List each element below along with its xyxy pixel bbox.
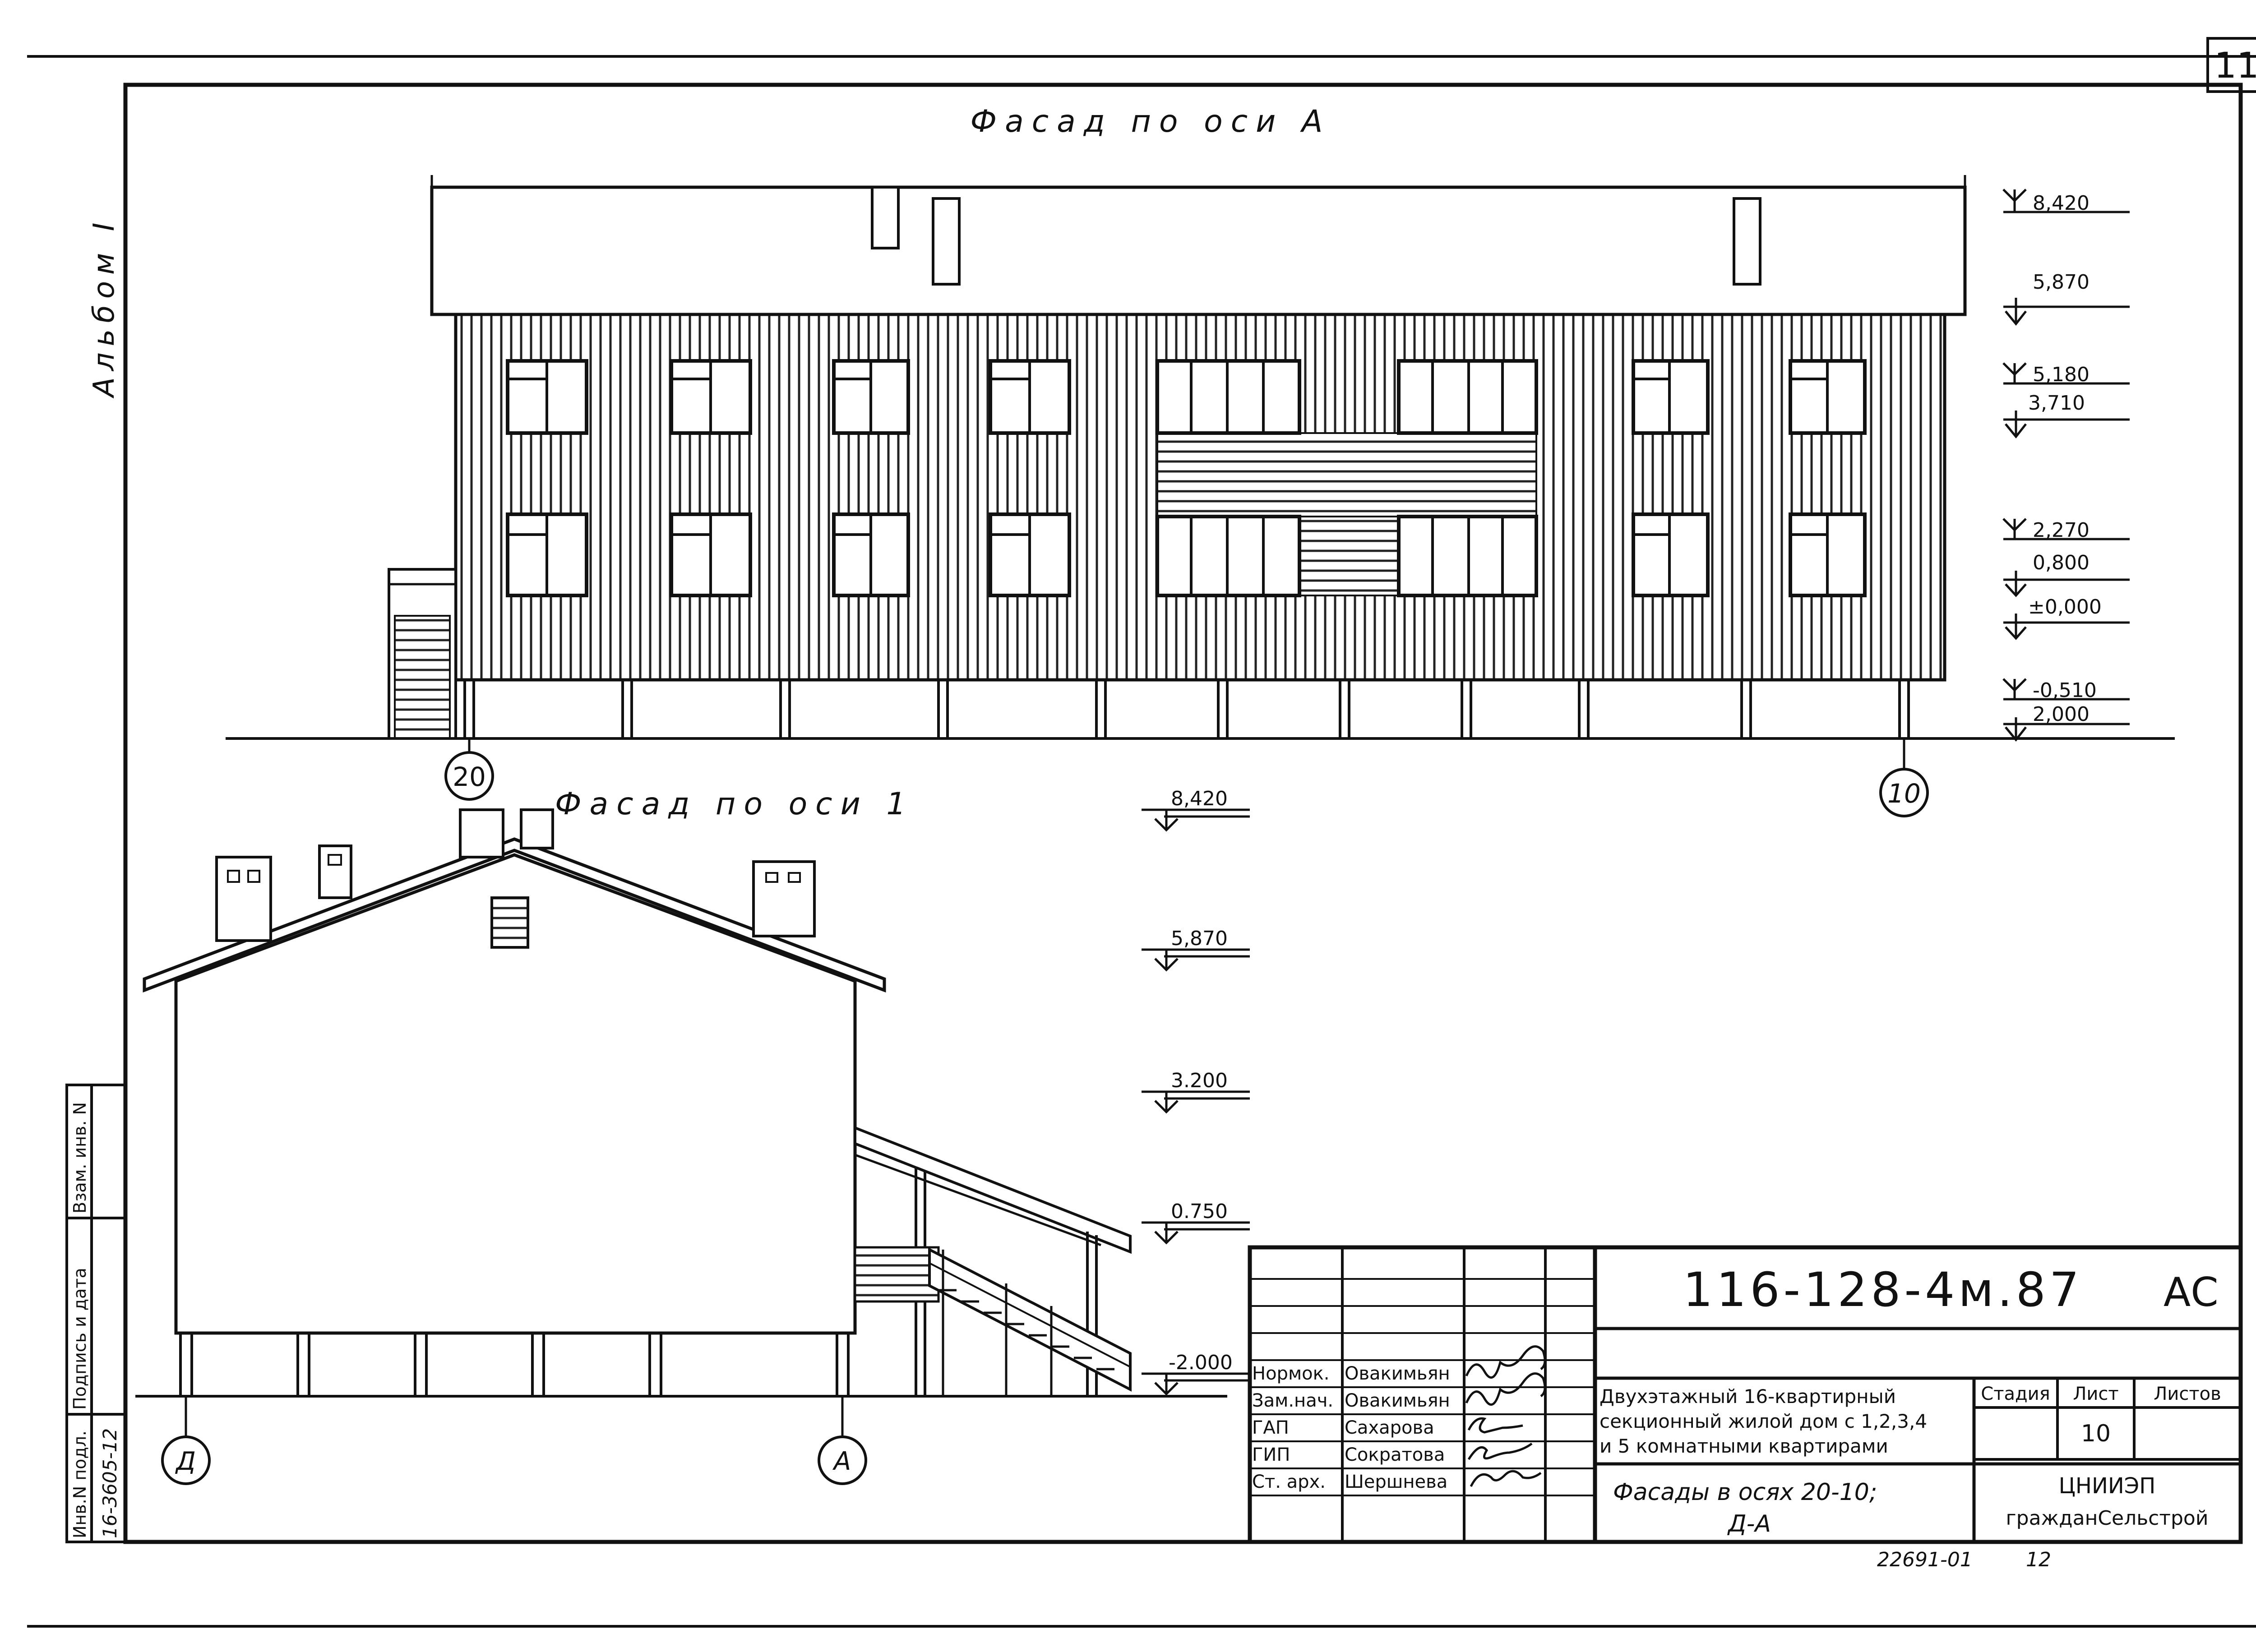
org-line-0: ЦНИИЭП — [2059, 1473, 2156, 1499]
org-line-1: гражданСельстрой — [2006, 1507, 2209, 1530]
roles-list: Нормок. Овакимьян Зам.нач. Овакимьян ГАП… — [1252, 1363, 1450, 1492]
mark-a-5870: 5,870 — [2033, 271, 2090, 294]
facade-a-title: Фасад по оси А — [971, 104, 1331, 139]
axis-label-a: А — [832, 1447, 851, 1476]
facade-1-building — [135, 808, 1227, 1437]
mark-a-3710: 3,710 — [2028, 392, 2085, 415]
left-strip — [65, 1084, 127, 1543]
mark-a-0800: 0,800 — [2033, 551, 2090, 574]
mark-a-5180: 5,180 — [2033, 363, 2090, 386]
inv-value: 16-3605-12 — [99, 1428, 121, 1538]
project-line-1: секционный жилой дом с 1,2,3,4 — [1600, 1410, 1927, 1432]
sheet-label: Лист — [2073, 1384, 2118, 1404]
name-2: Сахарова — [1345, 1417, 1434, 1438]
facade-1-level-marks — [1142, 808, 1250, 1396]
sheet-value: 10 — [2081, 1420, 2111, 1447]
replace-label: Взам. инв. N — [70, 1102, 90, 1214]
project-line-2: и 5 комнатными квартирами — [1600, 1435, 1888, 1457]
mark-1-2000: -2.000 — [1169, 1351, 1233, 1374]
title-block — [1248, 1245, 2243, 1544]
sign-label: Подпись и дата — [70, 1268, 90, 1410]
role-0: Нормок. — [1252, 1363, 1329, 1384]
mark-a-8420: 8,420 — [2033, 192, 2090, 215]
mark-a-2000: 2,000 — [2033, 703, 2090, 726]
mark-1-0750: 0.750 — [1171, 1200, 1228, 1223]
axis-bubble-d — [161, 1435, 211, 1485]
sheets-label: Листов — [2154, 1384, 2221, 1404]
sheet-title-line-0: Фасады в осях 20-10; — [1613, 1479, 1877, 1506]
mark-1-8420: 8,420 — [1171, 787, 1228, 810]
signature-marks — [1465, 1345, 1546, 1487]
axis-bubble-20 — [444, 751, 494, 801]
mark-a-0510: -0,510 — [2033, 679, 2097, 702]
mark-a-0000: ±0,000 — [2028, 595, 2102, 618]
axis-label-d: Д — [175, 1447, 196, 1476]
page-number: 11 — [2214, 46, 2256, 86]
name-0: Овакимьян — [1345, 1363, 1450, 1384]
mark-a-2270: 2,270 — [2033, 519, 2090, 542]
doc-code: 116-128-4м.87 — [1683, 1262, 2083, 1317]
facade-1-title: Фасад по оси 1 — [555, 786, 914, 822]
mark-1-3200: 3.200 — [1171, 1069, 1228, 1092]
axis-bubble-a — [818, 1435, 867, 1485]
doc-suffix: АС — [2164, 1269, 2219, 1315]
footer-code: 22691-01 — [1877, 1548, 1973, 1571]
mark-1-5870: 5,870 — [1171, 927, 1228, 950]
inv-label: Инв.N подл. — [70, 1431, 90, 1538]
role-4: Ст. арх. — [1252, 1472, 1326, 1492]
stage-label: Стадия — [1981, 1384, 2050, 1404]
facade-a-level-marks — [2002, 189, 2130, 742]
role-2: ГАП — [1252, 1417, 1289, 1438]
axis-label-20: 20 — [453, 761, 486, 792]
project-line-0: Двухэтажный 16-квартирный — [1600, 1385, 1896, 1407]
axis-bubble-10 — [1879, 768, 1929, 817]
role-3: ГИП — [1252, 1444, 1290, 1465]
album-label: Альбом I — [88, 216, 121, 399]
axis-label-10: 10 — [1887, 778, 1921, 809]
sheet-title-line-1: Д-А — [1727, 1510, 1771, 1537]
name-4: Шершнева — [1345, 1472, 1447, 1492]
role-1: Зам.нач. — [1252, 1390, 1333, 1411]
name-1: Овакимьян — [1345, 1390, 1450, 1411]
footer-num: 12 — [2026, 1548, 2051, 1571]
facade-a-building — [226, 175, 2175, 769]
name-3: Сократова — [1345, 1444, 1445, 1465]
